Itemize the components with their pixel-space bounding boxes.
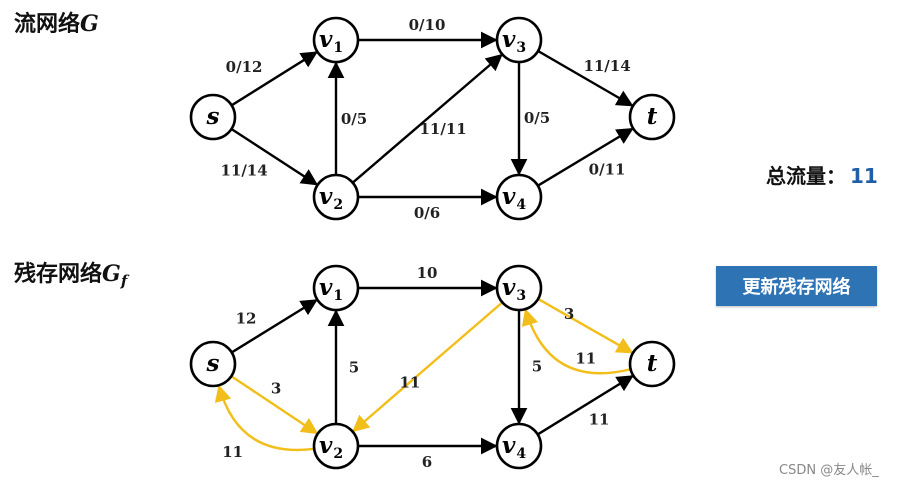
residual-edge-label-v3-v4: 5	[532, 358, 542, 376]
residual-edge-label-v2-v4: 6	[422, 453, 432, 471]
residual-node-v2: v2	[312, 422, 360, 470]
residual-node-v4-label: v4	[502, 432, 526, 462]
flow-node-s-label: s	[206, 103, 220, 130]
residual-node-v1-label: v1	[319, 274, 343, 304]
residual-node-v2-circle	[312, 422, 360, 470]
flow-edge-v2-v3	[351, 53, 503, 184]
flow-node-v3: v3	[495, 16, 543, 64]
flow-edge-label-v4-t: 0/11	[589, 160, 626, 178]
residual-edge-v3-v2	[352, 301, 504, 433]
residual-node-t-label: t	[647, 350, 658, 377]
residual-network-title: 残存网络Gf	[14, 256, 127, 291]
flow-edge-label-v2-v3: 11/11	[420, 120, 467, 138]
residual-node-s: s	[189, 340, 237, 388]
flow-node-v3-circle	[495, 16, 543, 64]
residual-network-title-text: 残存网络	[14, 262, 103, 287]
residual-edge-s-v1	[231, 299, 318, 354]
flow-node-v2: v2	[312, 173, 360, 221]
flow-node-v3-label: v3	[502, 26, 526, 56]
residual-edge-label-v2-v1: 5	[349, 359, 359, 377]
flow-network-title-var: G	[80, 11, 99, 37]
residual-edge-s-v2	[230, 375, 319, 435]
residual-edge-label-s-v2: 3	[271, 380, 281, 398]
flow-node-v1-label: v1	[319, 26, 343, 56]
flow-node-v1: v1	[312, 16, 360, 64]
residual-edge-label-t-v3: 11	[575, 349, 596, 367]
residual-edge-v2-s	[214, 384, 315, 452]
residual-edge-v3-t	[537, 297, 634, 354]
flow-edge-label-v2-v1: 0/5	[341, 110, 367, 128]
flow-network-title: 流网络G	[14, 6, 99, 38]
residual-node-v1: v1	[312, 264, 360, 312]
update-residual-network-button[interactable]: 更新残存网络	[716, 266, 877, 306]
residual-node-v3: v3	[495, 264, 543, 312]
flow-edge-label-v1-v3: 0/10	[409, 16, 446, 34]
flow-node-v4-label: v4	[502, 183, 526, 213]
residual-node-s-label: s	[206, 350, 220, 377]
flow-node-v4-circle	[495, 173, 543, 221]
flow-edge-v3-t	[537, 49, 634, 107]
residual-node-v3-label: v3	[502, 274, 526, 304]
flow-edge-label-v2-v4: 0/6	[414, 204, 440, 222]
residual-network-title-var: G	[102, 261, 121, 287]
residual-node-t: t	[628, 340, 676, 388]
flow-edge-label-s-v1: 0/12	[226, 58, 263, 76]
flow-network-title-text: 流网络	[14, 12, 81, 37]
flow-node-t-label: t	[647, 103, 658, 130]
flow-edge-label-s-v2: 11/14	[220, 162, 267, 180]
residual-node-v2-label: v2	[319, 432, 343, 462]
residual-edge-v4-t	[537, 375, 634, 436]
residual-edge-label-v4-t: 11	[589, 410, 610, 428]
residual-node-s-circle	[189, 340, 237, 388]
residual-node-v1-circle	[312, 264, 360, 312]
residual-node-v4-circle	[495, 422, 543, 470]
residual-edge-label-v1-v3: 10	[417, 264, 438, 282]
flow-node-v4: v4	[495, 173, 543, 221]
flow-node-t-circle	[628, 93, 676, 141]
residual-edge-label-v3-v2: 11	[399, 374, 420, 392]
residual-edge-label-s-v1: 12	[236, 309, 257, 327]
flow-node-t: t	[628, 93, 676, 141]
total-flow-label: 总流量：	[766, 164, 846, 188]
watermark: CSDN @友人帐_	[779, 463, 879, 478]
residual-node-t-circle	[628, 340, 676, 388]
residual-edge-label-v2-s: 11	[222, 443, 243, 461]
flow-node-s-circle	[189, 93, 237, 141]
flow-node-v2-circle	[312, 173, 360, 221]
flow-edge-label-v3-v4: 0/5	[524, 109, 550, 127]
flow-node-v2-label: v2	[319, 183, 343, 213]
flow-edge-s-v2	[230, 127, 319, 186]
total-flow: 总流量：11	[766, 160, 878, 189]
total-flow-value: 11	[850, 164, 878, 188]
flow-node-s: s	[189, 93, 237, 141]
residual-node-v3-circle	[495, 264, 543, 312]
flow-node-v1-circle	[312, 16, 360, 64]
flow-edge-s-v1	[231, 51, 318, 107]
residual-network-title-sub: f	[120, 272, 128, 291]
residual-edge-label-v3-t: 3	[564, 305, 574, 323]
residual-node-v4: v4	[495, 422, 543, 470]
flow-edge-label-v3-t: 11/14	[583, 57, 630, 75]
residual-edge-t-v3	[521, 308, 631, 375]
flow-edge-v4-t	[537, 127, 634, 187]
